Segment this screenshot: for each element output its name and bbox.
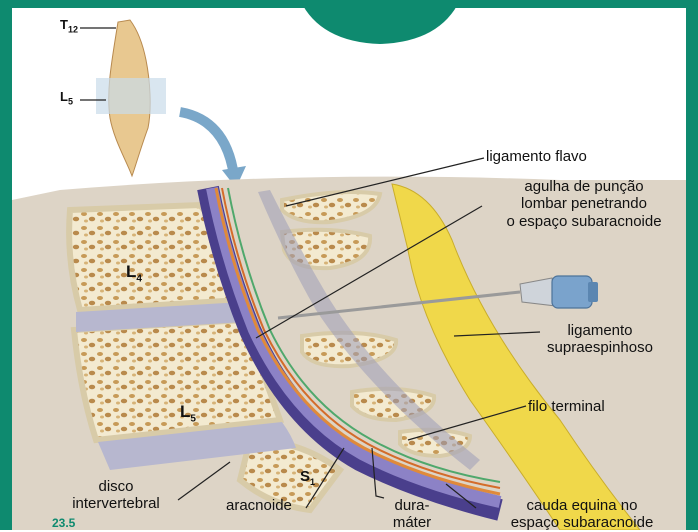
t12-label: T12	[60, 18, 78, 35]
dura-mater-label: dura- máter	[382, 497, 442, 532]
inset-highlight-box	[96, 78, 166, 114]
l4-label: L4	[126, 262, 142, 285]
aracnoide-label: aracnoide	[226, 497, 292, 514]
s1-label: S1	[300, 468, 315, 487]
ligamento-flavo-label: ligamento flavo	[486, 148, 587, 165]
left-frame-bar	[0, 0, 12, 530]
ligamento-supraespinhoso-label: ligamento supraespinhoso	[540, 322, 660, 357]
filo-terminal-label: filo terminal	[528, 398, 605, 415]
cauda-equina-label: cauda equina no espaço subaracnoide	[478, 497, 686, 532]
l5-inset-label: L5	[60, 90, 73, 107]
agulha-label: agulha de punção lombar penetrando o esp…	[484, 178, 684, 230]
l5-label: L5	[180, 402, 196, 425]
right-frame-bar	[686, 0, 698, 530]
figure-number: 23.5	[52, 516, 75, 530]
disco-intervertebral-label: disco intervertebral	[50, 478, 182, 513]
